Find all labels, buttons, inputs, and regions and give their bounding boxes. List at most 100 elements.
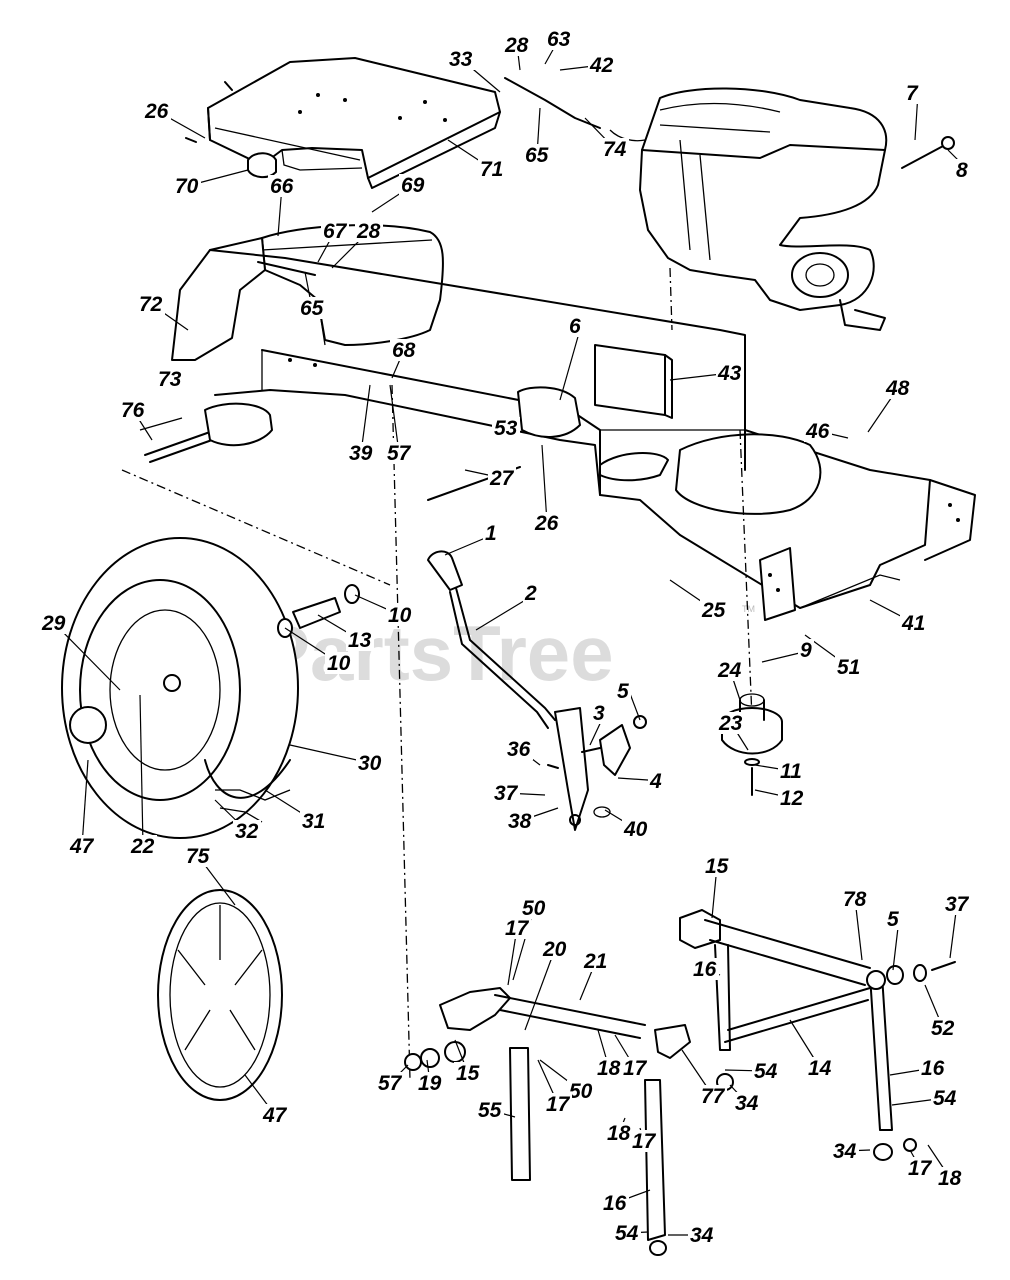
- part-callout-c-34c[interactable]: 34: [690, 1224, 714, 1247]
- part-callout-c-18a[interactable]: 18: [597, 1057, 621, 1080]
- part-callout-c-76[interactable]: 76: [121, 399, 145, 422]
- part-callout-c-18b[interactable]: 18: [607, 1122, 631, 1145]
- part-callout-c-17b[interactable]: 17: [623, 1057, 648, 1080]
- part-callout-c-54a[interactable]: 54: [754, 1060, 778, 1083]
- part-callout-c-57a[interactable]: 57: [387, 442, 412, 465]
- part-callout-c-65a[interactable]: 65: [525, 144, 549, 167]
- part-callout-c-48[interactable]: 48: [885, 377, 910, 400]
- part-callout-c-14[interactable]: 14: [808, 1057, 832, 1080]
- callout-background: [936, 1167, 964, 1189]
- callout-background: [298, 297, 326, 319]
- part-callout-c-1[interactable]: 1: [485, 522, 497, 545]
- part-callout-c-40[interactable]: 40: [623, 818, 648, 841]
- part-callout-c-70[interactable]: 70: [175, 175, 199, 198]
- part-callout-c-65b[interactable]: 65: [300, 297, 324, 320]
- part-callout-c-17d[interactable]: 17: [632, 1130, 657, 1153]
- part-callout-c-51[interactable]: 51: [837, 656, 860, 679]
- part-callout-c-16b[interactable]: 16: [921, 1057, 945, 1080]
- part-callout-c-72[interactable]: 72: [139, 293, 163, 316]
- callout-background: [601, 1192, 629, 1214]
- part-callout-c-53[interactable]: 53: [494, 417, 518, 440]
- callout-background: [931, 1087, 959, 1109]
- part-callout-c-20[interactable]: 20: [542, 938, 567, 961]
- part-callout-c-8[interactable]: 8: [956, 159, 968, 182]
- part-callout-c-37b[interactable]: 37: [945, 893, 970, 916]
- part-callout-c-34b[interactable]: 34: [833, 1140, 857, 1163]
- part-callout-c-78[interactable]: 78: [843, 888, 867, 911]
- part-callout-c-15b[interactable]: 15: [456, 1062, 480, 1085]
- part-callout-c-6[interactable]: 6: [569, 315, 581, 338]
- part-callout-c-26b[interactable]: 26: [534, 512, 559, 535]
- part-callout-c-37a[interactable]: 37: [494, 782, 519, 805]
- callout-background: [778, 760, 806, 782]
- part-callout-c-67[interactable]: 67: [323, 220, 348, 243]
- pulley: [721, 693, 783, 796]
- part-callout-c-69[interactable]: 69: [401, 174, 425, 197]
- part-callout-c-10a[interactable]: 10: [388, 604, 412, 627]
- part-callout-c-17c[interactable]: 17: [546, 1093, 571, 1116]
- part-callout-c-36[interactable]: 36: [507, 738, 531, 761]
- part-callout-c-41[interactable]: 41: [901, 612, 925, 635]
- part-callout-c-68[interactable]: 68: [392, 339, 416, 362]
- part-callout-c-39[interactable]: 39: [349, 442, 373, 465]
- part-callout-c-11[interactable]: 11: [780, 760, 802, 783]
- part-callout-c-71[interactable]: 71: [480, 158, 503, 181]
- part-callout-c-63[interactable]: 63: [547, 28, 571, 51]
- part-callout-c-19[interactable]: 19: [418, 1072, 442, 1095]
- part-callout-c-17e[interactable]: 17: [908, 1157, 933, 1180]
- part-callout-c-73[interactable]: 73: [158, 368, 182, 391]
- part-callout-c-22[interactable]: 22: [130, 835, 155, 858]
- part-callout-c-50b[interactable]: 50: [569, 1080, 593, 1103]
- part-callout-c-16c[interactable]: 16: [603, 1192, 627, 1215]
- part-callout-c-7[interactable]: 7: [906, 82, 919, 105]
- part-callout-c-28a[interactable]: 28: [504, 34, 529, 57]
- callout-background: [233, 820, 261, 842]
- part-callout-c-10b[interactable]: 10: [327, 652, 351, 675]
- part-callout-c-17a[interactable]: 17: [505, 917, 530, 940]
- leader-line: [389, 384, 400, 454]
- wheel-cover: [157, 889, 283, 1101]
- part-callout-c-77[interactable]: 77: [701, 1085, 726, 1108]
- part-callout-c-2[interactable]: 2: [524, 582, 537, 605]
- part-callout-c-54c[interactable]: 54: [615, 1222, 639, 1245]
- part-callout-c-3[interactable]: 3: [593, 702, 605, 725]
- part-callout-c-42[interactable]: 42: [589, 54, 614, 77]
- part-callout-c-66[interactable]: 66: [270, 175, 294, 198]
- part-callout-c-47a[interactable]: 47: [69, 835, 95, 858]
- part-callout-c-75[interactable]: 75: [186, 845, 210, 868]
- part-callout-c-15a[interactable]: 15: [705, 855, 729, 878]
- part-callout-c-32[interactable]: 32: [235, 820, 259, 843]
- part-callout-c-31[interactable]: 31: [302, 810, 325, 833]
- part-callout-c-74[interactable]: 74: [603, 138, 627, 161]
- shift-plate: [517, 386, 581, 438]
- part-callout-c-52[interactable]: 52: [931, 1017, 955, 1040]
- part-callout-c-57b[interactable]: 57: [378, 1072, 403, 1095]
- part-callout-c-55[interactable]: 55: [478, 1099, 502, 1122]
- part-callout-c-50a[interactable]: 50: [522, 897, 546, 920]
- callout-background: [261, 1104, 289, 1126]
- part-callout-c-26a[interactable]: 26: [144, 100, 169, 123]
- part-callout-c-4[interactable]: 4: [649, 770, 662, 793]
- part-callout-c-34a[interactable]: 34: [735, 1092, 759, 1115]
- part-callout-c-12[interactable]: 12: [780, 787, 804, 810]
- part-callout-c-18c[interactable]: 18: [938, 1167, 962, 1190]
- part-callout-c-54b[interactable]: 54: [933, 1087, 957, 1110]
- part-callout-c-30[interactable]: 30: [358, 752, 382, 775]
- part-callout-c-21[interactable]: 21: [583, 950, 607, 973]
- part-callout-c-23[interactable]: 23: [718, 712, 743, 735]
- part-callout-c-16a[interactable]: 16: [693, 958, 717, 981]
- part-callout-c-38[interactable]: 38: [508, 810, 532, 833]
- part-callout-c-28b[interactable]: 28: [356, 220, 381, 243]
- part-callout-c-47b[interactable]: 47: [262, 1104, 288, 1127]
- part-callout-c-24[interactable]: 24: [717, 659, 742, 682]
- part-callout-c-29[interactable]: 29: [41, 612, 66, 635]
- part-callout-c-13[interactable]: 13: [348, 629, 372, 652]
- part-callout-c-5a[interactable]: 5: [617, 680, 629, 703]
- part-callout-c-25[interactable]: 25: [701, 599, 726, 622]
- part-callout-c-27[interactable]: 27: [489, 467, 515, 490]
- part-callout-c-9[interactable]: 9: [800, 639, 812, 662]
- part-callout-c-33[interactable]: 33: [449, 48, 473, 71]
- part-callout-c-46[interactable]: 46: [805, 420, 830, 443]
- part-callout-c-5b[interactable]: 5: [887, 908, 899, 931]
- part-callout-c-43[interactable]: 43: [717, 362, 742, 385]
